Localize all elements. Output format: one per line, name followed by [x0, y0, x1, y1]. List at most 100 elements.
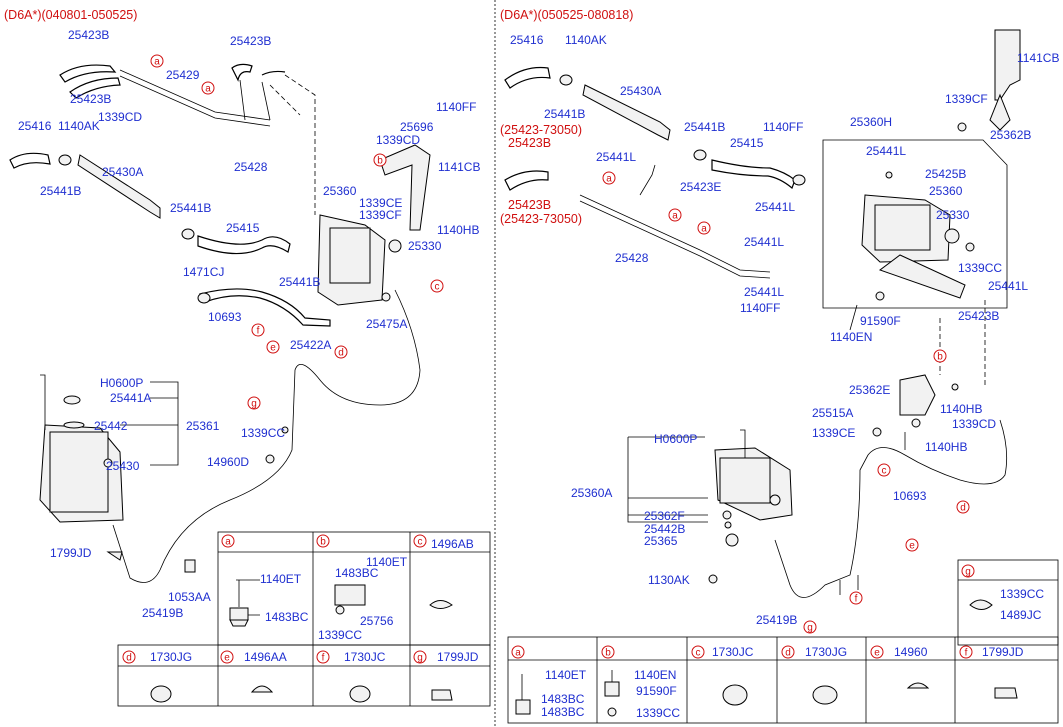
right-part-label: 1339CF	[945, 92, 988, 106]
right-table-c-part: 1730JC	[712, 645, 754, 659]
callout-a-ring	[201, 81, 215, 95]
left-part-label: 25415	[226, 221, 260, 235]
callout-g-ring	[803, 620, 817, 634]
callout-d: d	[338, 348, 344, 359]
left-table-c-part: 1496AB	[431, 537, 474, 551]
right-table-cell-c-ring	[691, 645, 705, 659]
right-table-cell-f-ring	[959, 645, 973, 659]
right-table-cell-f: f	[965, 648, 968, 659]
right-part-label: 1140FF	[740, 301, 780, 315]
right-table-cell-a: a	[515, 648, 521, 659]
callout-b: b	[937, 352, 943, 363]
callout-e-ring	[266, 340, 280, 354]
left-part-label: 25429	[166, 68, 200, 82]
left-table-e-part: 1496AA	[244, 650, 287, 664]
header-right: (D6A*)(050525-080818)	[500, 8, 633, 22]
left-part-label: 25330	[408, 239, 442, 253]
left-table-cell-g: g	[417, 653, 423, 664]
left-part-label: 1140FF	[436, 100, 476, 114]
right-part-label: 1141CB	[1017, 51, 1059, 65]
right-part-label: 1140AK	[565, 33, 607, 47]
left-table-a-part: 1483BC	[265, 610, 309, 624]
right-part-label: 25441B	[544, 107, 585, 121]
right-part-label: 25362F	[644, 509, 685, 523]
left-table-b-part: 1483BC	[335, 566, 379, 580]
callout-c: c	[435, 282, 440, 293]
left-part-label: 1799JD	[50, 546, 92, 560]
right-part-label: 25365	[644, 534, 678, 548]
left-part-label: 25475A	[366, 317, 407, 331]
right-part-label: 25441L	[744, 235, 784, 249]
right-part-label: 25362B	[990, 128, 1031, 142]
left-part-label: 25361	[186, 419, 220, 433]
right-red-label: 25423B	[508, 198, 551, 212]
left-part-label: H0600P	[100, 376, 143, 390]
left-part-label: 25441B	[279, 275, 320, 289]
right-table-cell-b: b	[605, 648, 611, 659]
right-part-label: 25441L	[755, 200, 795, 214]
left-part-label: 1141CB	[438, 160, 480, 174]
left-part-label: 25441B	[170, 201, 211, 215]
right-part-label: 25360	[929, 184, 963, 198]
left-drawing	[9, 63, 431, 616]
right-table-g-part: 1489JC	[1000, 608, 1042, 622]
left-table-b-part: 1339CC	[318, 628, 362, 642]
right-table-cell-d: d	[785, 648, 791, 659]
callout-d-ring	[956, 500, 970, 514]
right-table-cell-a-ring	[511, 645, 525, 659]
right-part-label: 25515A	[812, 406, 853, 420]
callout-a: a	[154, 57, 160, 68]
callout-d: d	[960, 503, 966, 514]
right-part-label: 1140FF	[763, 120, 803, 134]
right-table-d-part: 1730JG	[805, 645, 847, 659]
right-part-label: 25441L	[866, 144, 906, 158]
left-part-label: 1140HB	[437, 223, 479, 237]
left-part-label: 1053AA	[168, 590, 211, 604]
right-table-a-part: 1483BC	[541, 692, 585, 706]
right-part-label: 25441L	[744, 285, 784, 299]
left-part-label: 25430A	[102, 165, 143, 179]
callout-c-ring	[877, 463, 891, 477]
left-table-cell-b: b	[320, 537, 326, 548]
left-table-cell-d-ring	[122, 650, 136, 664]
right-part-label: 25423B	[958, 309, 999, 323]
right-table-cell-e: e	[874, 648, 880, 659]
left-table-d-part: 1730JG	[150, 650, 192, 664]
left-part-label: 25416	[18, 119, 52, 133]
right-table-f-part: 1799JD	[982, 645, 1024, 659]
right-red-label: 25423B	[508, 136, 551, 150]
callout-d-ring	[334, 345, 348, 359]
left-part-label: 25441B	[40, 184, 81, 198]
left-table-cell-b-ring	[316, 534, 330, 548]
left-part-label: 25422A	[290, 338, 331, 352]
right-table-a-part: 1483BC	[541, 705, 585, 719]
right-part-label: 25441B	[684, 120, 725, 134]
right-drawing	[504, 29, 1021, 598]
left-table-cell-e-ring	[220, 650, 234, 664]
right-table	[507, 559, 1059, 724]
callout-c: c	[882, 466, 887, 477]
callout-a: a	[701, 224, 707, 235]
left-table-cell-a-ring	[221, 534, 235, 548]
right-table-cell-b-ring	[601, 645, 615, 659]
left-part-label: 25428	[234, 160, 268, 174]
callout-a-ring	[602, 171, 616, 185]
right-table-cell-c: c	[696, 648, 701, 659]
left-part-label: 25423B	[68, 28, 109, 42]
callout-a-ring	[150, 54, 164, 68]
right-part-label: 1339CC	[958, 261, 1002, 275]
callout-c-ring	[430, 279, 444, 293]
right-table-cell-g: g	[965, 567, 971, 578]
right-part-label: 1130AK	[648, 573, 690, 587]
left-part-label: 25423B	[70, 92, 111, 106]
right-part-label: 25425B	[925, 167, 966, 181]
right-part-label: 1339CE	[812, 426, 855, 440]
right-table-g-part: 1339CC	[1000, 587, 1044, 601]
callout-b: b	[377, 156, 383, 167]
left-part-label: 25430	[106, 459, 140, 473]
left-table-cell-c: c	[418, 537, 423, 548]
left-table-cell-a: a	[225, 537, 231, 548]
callout-a-ring	[668, 208, 682, 222]
right-part-label: 25428	[615, 251, 649, 265]
callout-g: g	[251, 399, 257, 410]
